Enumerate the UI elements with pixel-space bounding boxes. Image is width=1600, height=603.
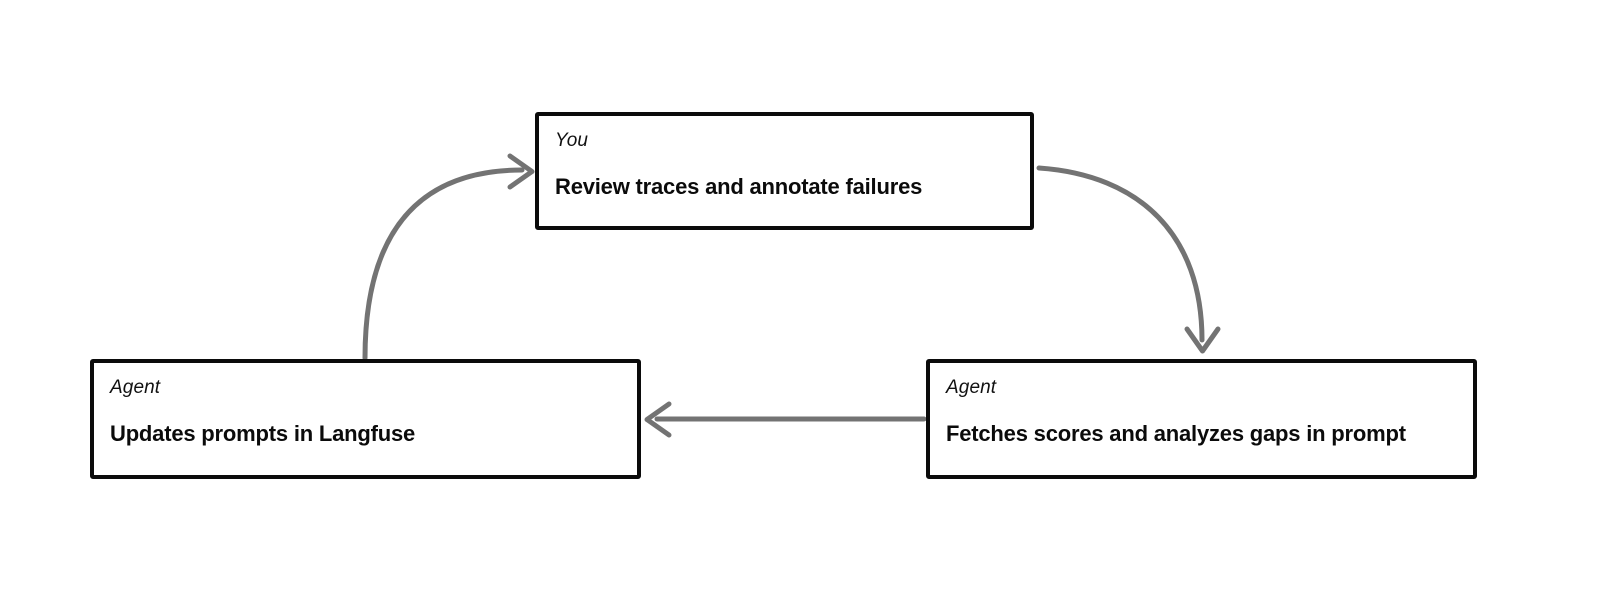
node-updates-prompts[interactable]: Agent Updates prompts in Langfuse (90, 359, 641, 479)
node-updates-prompts-title: Updates prompts in Langfuse (110, 421, 416, 446)
edge-updates-to-you (362, 153, 535, 361)
edge-you-to-fetches (1036, 165, 1221, 354)
node-fetches-scores-title: Fetches scores and analyzes gaps in prom… (946, 421, 1406, 446)
node-you[interactable]: You Review traces and annotate failures (535, 112, 1034, 230)
node-fetches-scores-role: Agent (946, 377, 997, 398)
node-fetches-scores[interactable]: Agent Fetches scores and analyzes gaps i… (926, 359, 1477, 479)
node-you-title: Review traces and annotate failures (555, 174, 923, 199)
edge-fetches-to-updates (644, 401, 927, 438)
node-you-role: You (555, 130, 589, 151)
node-updates-prompts-role: Agent (110, 377, 161, 398)
